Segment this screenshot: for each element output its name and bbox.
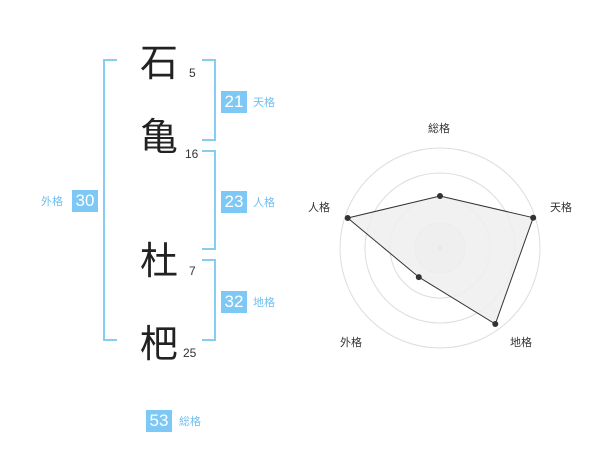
stroke-count-3: 7	[189, 264, 196, 278]
radar-center-dot	[437, 245, 443, 251]
radar-grid-ring	[389, 197, 491, 299]
radar-point-3	[415, 274, 422, 281]
radar-axis-label-chikaku: 地格	[510, 336, 532, 349]
gaikaku-badge: 30	[72, 190, 98, 212]
radar-axis-label-soukaku: 総格	[428, 122, 450, 135]
jinkaku-bracket	[202, 150, 216, 250]
jinkaku-badge: 23	[221, 191, 247, 213]
radar-point-2	[492, 321, 499, 327]
soukaku-badge: 53	[146, 410, 172, 432]
stroke-count-4: 25	[183, 346, 197, 360]
radar-point-4	[344, 215, 351, 221]
chikaku-badge: 32	[221, 291, 247, 313]
stroke-count-2: 16	[185, 147, 199, 161]
tenkaku-badge: 21	[221, 91, 247, 113]
jinkaku-label: 人格	[253, 196, 275, 209]
radar-point-1	[530, 214, 537, 221]
radar-grid-ring	[414, 222, 466, 274]
tenkaku-bracket	[202, 59, 216, 141]
radar-grid-ring	[339, 147, 541, 349]
soukaku-label: 総格	[179, 415, 201, 428]
tenkaku-label: 天格	[253, 96, 275, 109]
name-char-2: 亀	[140, 115, 179, 159]
name-char-4: 杷	[140, 322, 179, 366]
radar-grid-ring	[364, 172, 516, 324]
name-char-1: 石	[140, 41, 179, 85]
radar-series-polygon	[346, 195, 534, 325]
radar-axis-label-jinkaku: 人格	[308, 201, 330, 214]
gaikaku-bracket	[103, 59, 117, 341]
name-char-3: 杜	[140, 239, 179, 283]
radar-axis-label-gaikaku: 外格	[340, 336, 362, 349]
chikaku-bracket	[202, 259, 216, 341]
stroke-count-1: 5	[189, 66, 196, 80]
gaikaku-label: 外格	[41, 195, 63, 208]
radar-point-0	[437, 193, 443, 199]
radar-axis-label-tenkaku: 天格	[550, 201, 572, 214]
chikaku-label: 地格	[253, 296, 275, 309]
